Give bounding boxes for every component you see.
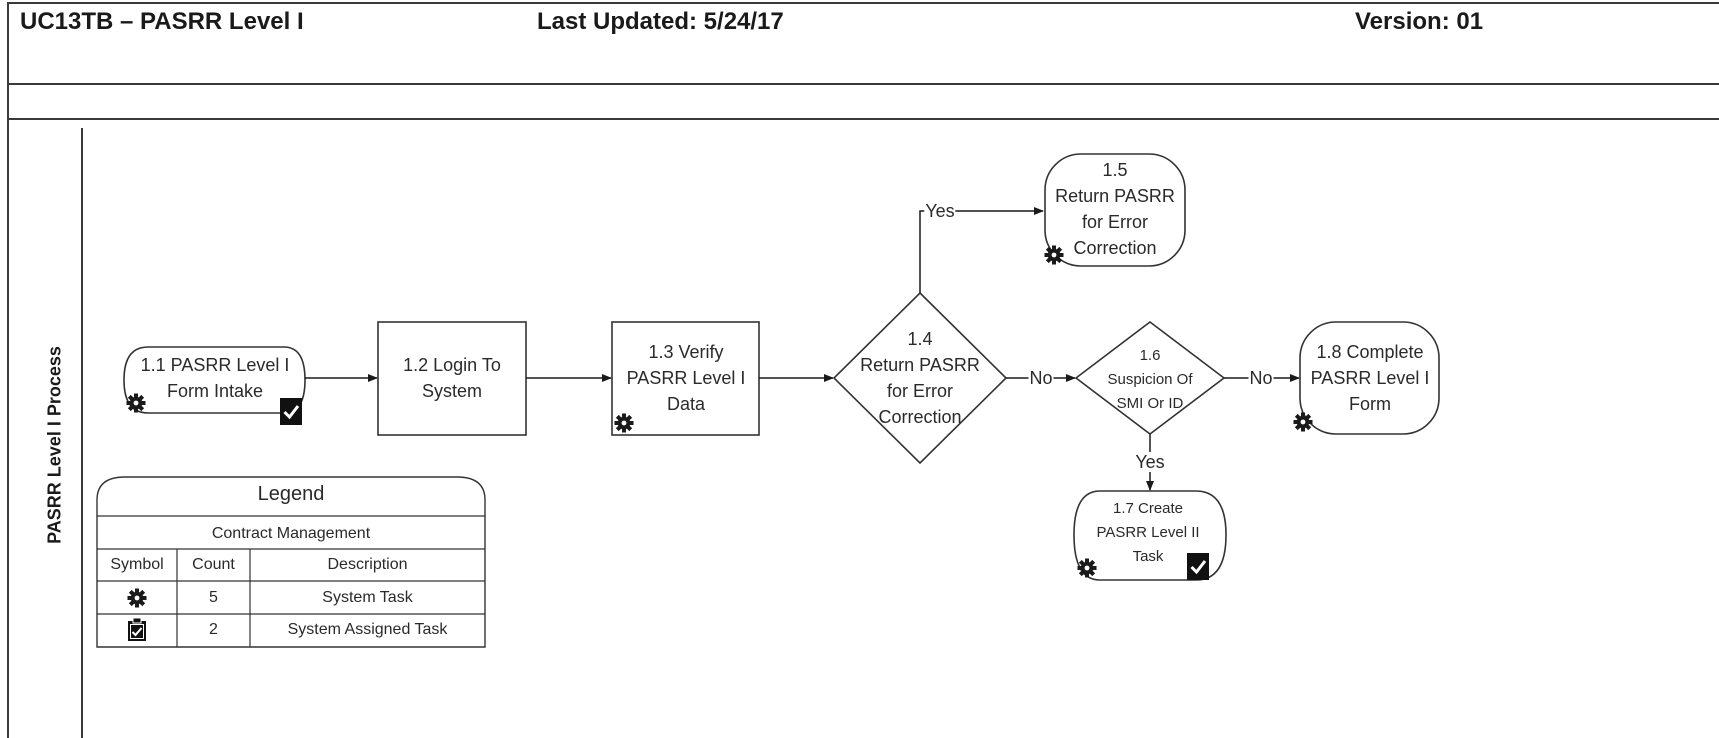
node-1-3-label: 1.3 Verify PASRR Level I Data	[626, 342, 746, 414]
gear-icon	[127, 588, 147, 608]
node-1-4-label: 1.4 Return PASRR for Error Correction	[860, 329, 980, 427]
last-updated: Last Updated: 5/24/17	[537, 8, 784, 35]
gear-icon	[126, 393, 146, 413]
node-1-8-label: 1.8 Complete PASRR Level I Form	[1310, 342, 1430, 414]
clipboard-check-icon	[128, 618, 146, 641]
edge-label-no-2: No	[1248, 368, 1274, 388]
node-1-3-shape	[611, 321, 760, 436]
legend-row-2-description: System Assigned Task	[287, 621, 448, 638]
node-1-5-shape	[1044, 153, 1186, 267]
legend-box-shape	[96, 476, 486, 648]
lane-top-divider	[7, 118, 1719, 120]
gear-icon	[1293, 412, 1313, 432]
node-1-4-shape	[832, 291, 1008, 465]
legend-header-count: Count	[192, 556, 235, 573]
header-divider	[7, 83, 1719, 85]
node-1-1-label: 1.1 PASRR Level I Form Intake	[140, 355, 290, 401]
node-1-7-label: 1.7 Create PASRR Level II Task	[1096, 500, 1200, 565]
diagram-frame	[7, 2, 1719, 738]
gear-icon	[1077, 558, 1097, 578]
legend-row-2-count: 2	[209, 621, 218, 638]
node-1-2-shape	[377, 321, 527, 436]
legend-row-1-description: System Task	[322, 589, 413, 606]
gear-icon	[614, 413, 634, 433]
node-1-8-shape	[1299, 321, 1440, 435]
edge-label-yes-down: Yes	[1134, 452, 1166, 472]
clipboard-check-icon	[280, 398, 302, 425]
legend-title: Legend	[257, 483, 325, 505]
edge-label-yes-top: Yes	[924, 201, 956, 221]
page-title: UC13TB – PASRR Level I	[20, 8, 304, 35]
node-1-6-label: 1.6 Suspicion Of SMI Or ID	[1107, 347, 1193, 412]
clipboard-check-icon	[1187, 553, 1209, 580]
legend-header-symbol: Symbol	[110, 556, 164, 573]
version-label: Version: 01	[1355, 8, 1484, 35]
lane-divider	[81, 128, 83, 738]
edge-label-no-1: No	[1028, 368, 1054, 388]
node-1-2-label: 1.2 Login To System	[403, 355, 501, 401]
edge-1-4-to-1-5	[919, 207, 1044, 293]
node-1-5-label: 1.5 Return PASRR for Error Correction	[1055, 160, 1175, 258]
gear-icon	[1044, 245, 1064, 265]
legend-subtitle: Contract Management	[211, 525, 371, 542]
legend-row-1-count: 5	[209, 589, 218, 606]
legend-header-description: Description	[327, 556, 408, 573]
